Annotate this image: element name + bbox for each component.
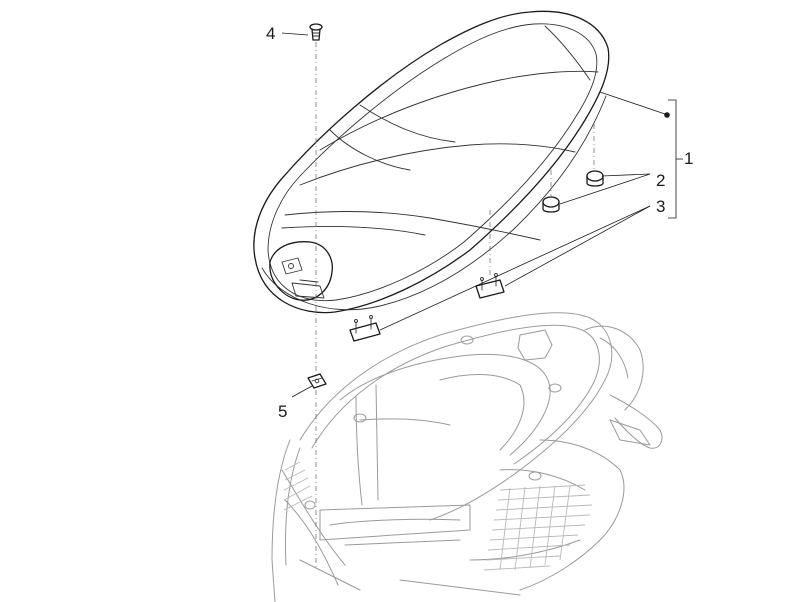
rubber-buffer-upper xyxy=(586,170,604,187)
clip-nut-part xyxy=(307,373,327,389)
callout-1: 1 xyxy=(684,149,694,168)
callout-5: 5 xyxy=(278,402,288,421)
hinge-pad-right xyxy=(475,273,505,299)
screw-part xyxy=(309,23,323,41)
rubber-buffer-lower xyxy=(542,196,560,213)
leader-lines xyxy=(281,32,683,398)
callout-3: 3 xyxy=(656,197,666,216)
scooter-body-frame xyxy=(271,312,663,602)
hinge-pad-left xyxy=(349,315,381,342)
callout-2: 2 xyxy=(656,171,666,190)
callout-4: 4 xyxy=(266,24,276,43)
seat-part xyxy=(253,10,610,314)
